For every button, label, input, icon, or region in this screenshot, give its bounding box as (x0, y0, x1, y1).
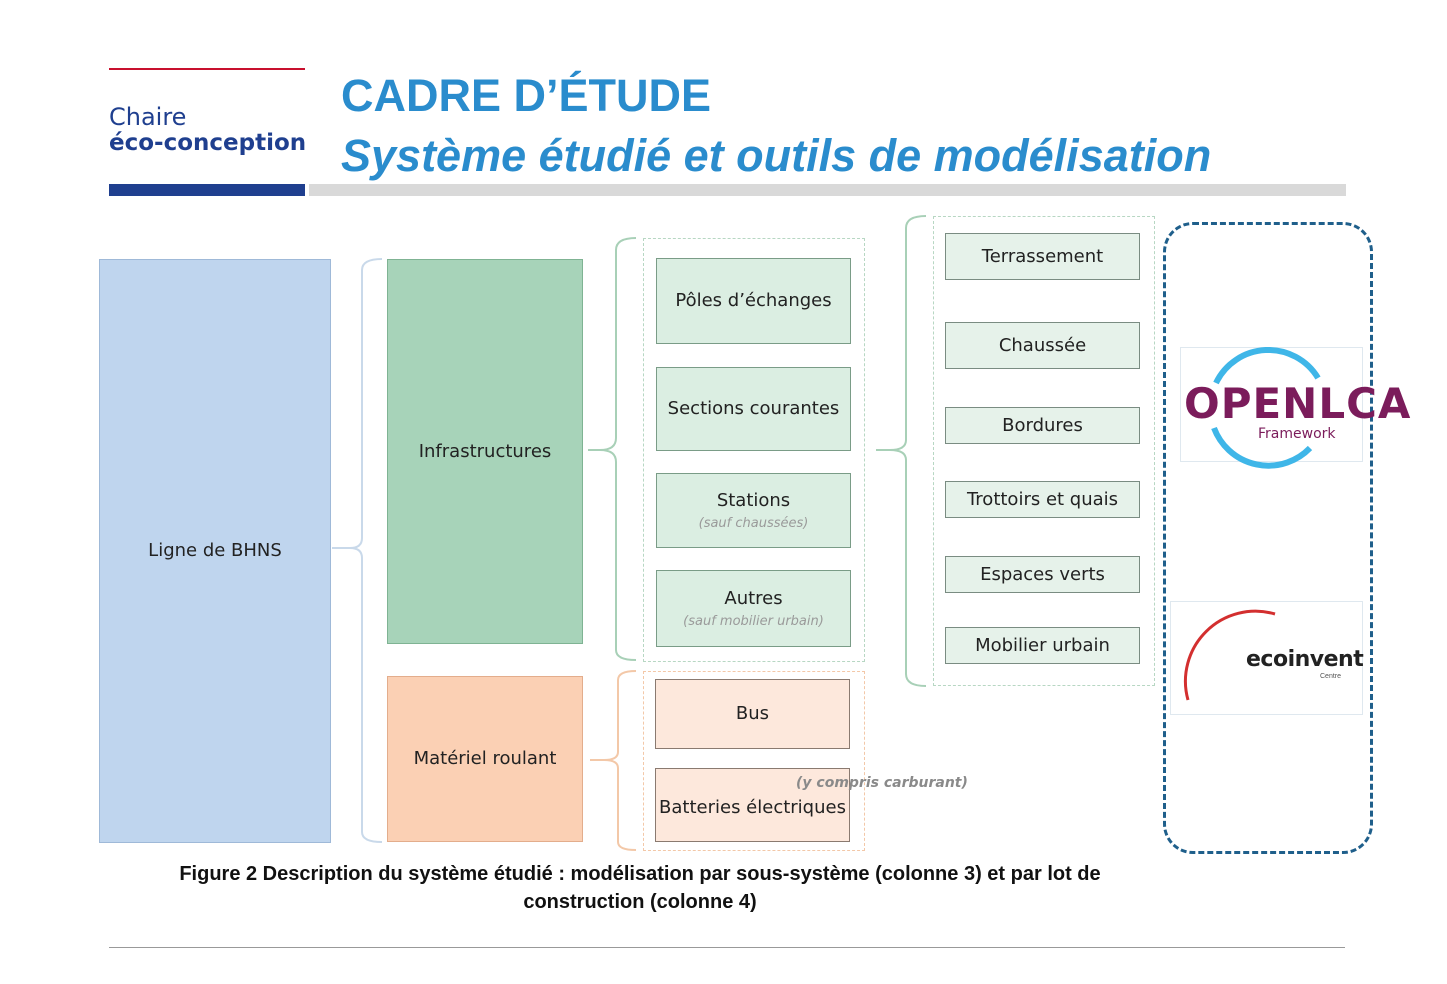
subsystem-poles-echanges: Pôles d’échanges (656, 258, 851, 344)
lot-label: Chaussée (998, 334, 1087, 356)
tools-frame (1163, 222, 1373, 854)
subsystem-label: Stations (716, 489, 791, 511)
logo-top-rule (109, 68, 305, 70)
infrastructures-box: Infrastructures (387, 259, 583, 644)
subsystem-note: (sauf mobilier urbain) (683, 613, 824, 629)
footer-divider (109, 947, 1345, 948)
lot-espaces-verts: Espaces verts (945, 556, 1140, 593)
logo-text-chaire: Chaire (109, 103, 187, 131)
lot-label: Trottoirs et quais (966, 488, 1119, 510)
slide-title: CADRE D’ÉTUDE (341, 70, 712, 121)
subsystem-label: Pôles d’échanges (675, 290, 832, 311)
subsystem-label: Batteries électriques (659, 797, 846, 818)
root-box: Ligne de BHNS (99, 259, 331, 843)
lot-trottoirs-quais: Trottoirs et quais (945, 481, 1140, 518)
ecoinvent-wordmark: ecoinvent (1246, 647, 1364, 672)
lot-label: Mobilier urbain (975, 634, 1110, 656)
lot-bordures: Bordures (945, 407, 1140, 444)
subsystem-label: Sections courantes (667, 398, 840, 419)
lot-chaussee: Chaussée (945, 322, 1140, 369)
logo-text-ecoconception: éco-conception (109, 130, 307, 156)
header-divider (309, 184, 1346, 196)
slide-subtitle: Système étudié et outils de modélisation (341, 130, 1212, 181)
lot-label: Espaces verts (980, 563, 1105, 585)
infra-subsystem-group (643, 238, 865, 662)
ecoinvent-logo (1170, 601, 1363, 715)
rolling-stock-box: Matériel roulant (387, 676, 583, 842)
lot-mobilier-urbain: Mobilier urbain (945, 627, 1140, 664)
openlca-framework-text: Framework (1258, 426, 1336, 442)
rolling-subsystem-group (643, 671, 865, 851)
caption-line-1: Figure 2 Description du système étudié :… (179, 863, 1101, 885)
infrastructures-label: Infrastructures (418, 440, 552, 462)
ecoinvent-centre-text: Centre (1320, 673, 1342, 680)
lot-label: Terrassement (981, 245, 1104, 267)
subsystem-sections-courantes: Sections courantes (656, 367, 851, 451)
lot-terrassement: Terrassement (945, 233, 1140, 280)
subsystem-autres: Autres (sauf mobilier urbain) (656, 570, 851, 647)
openlca-wordmark: OPENLCA (1184, 379, 1412, 428)
subsystem-stations: Stations (sauf chaussées) (656, 473, 851, 548)
subsystem-batteries: Batteries électriques (655, 768, 850, 842)
rolling-stock-label: Matériel roulant (413, 748, 557, 769)
lot-label: Bordures (1002, 414, 1083, 436)
subsystem-label: Bus (735, 703, 770, 724)
subsystem-note: (sauf chaussées) (698, 515, 809, 531)
figure-caption: Figure 2 Description du système étudié :… (40, 860, 1240, 916)
openlca-logo (1180, 347, 1363, 462)
logo-bottom-bar (109, 184, 305, 196)
subsystem-bus: Bus (655, 679, 850, 749)
root-label: Ligne de BHNS (148, 540, 282, 561)
caption-line-2: construction (colonne 4) (523, 891, 757, 913)
lot-group (933, 216, 1155, 686)
rolling-note: (y compris carburant) (796, 775, 968, 791)
subsystem-label: Autres (724, 587, 783, 609)
